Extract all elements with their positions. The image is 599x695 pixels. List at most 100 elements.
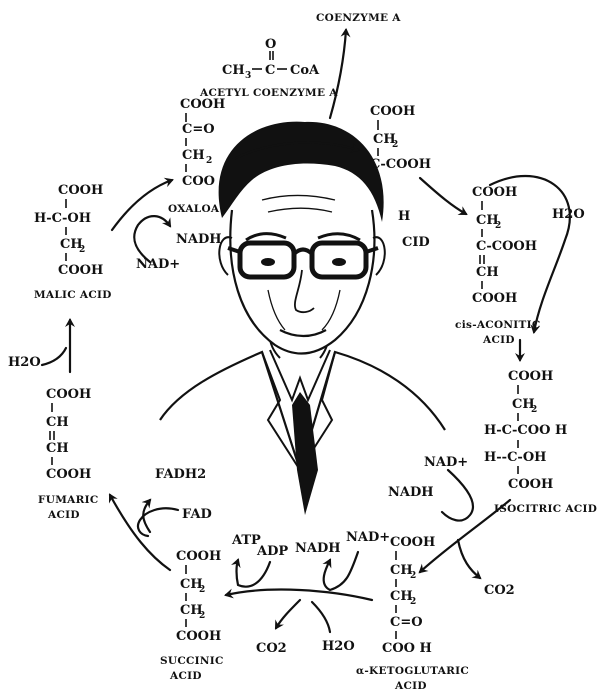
arrow-nad-malic (133, 215, 172, 264)
succinic-block: ATP ADP NADH COOH CH 2 CH 2 COOH SUCCINI… (160, 533, 355, 682)
succinic-name-2: ACID (169, 670, 202, 682)
oxaloacetic-block: COOH C=O CH 2 COO OXALOA NADH NAD+ (136, 97, 225, 272)
cis-line-1: COOH (472, 185, 517, 200)
arrow-co2-succinic (274, 598, 302, 630)
succ-line-4: COOH (176, 629, 221, 644)
citric-line-5: CID (402, 235, 430, 250)
arrow-adp-atp (231, 558, 272, 588)
malic-line-2: H-C-OH (34, 211, 91, 226)
fumaric-block: COOH CH CH COOH FUMARIC ACID FADH2 FAD (38, 387, 212, 522)
fum-line-1: COOH (46, 387, 91, 402)
fum-fadh2: FADH2 (155, 467, 206, 482)
svg-text:2: 2 (199, 585, 205, 595)
fum-fad: FAD (182, 507, 212, 522)
oxalo-nad: NAD+ (136, 257, 180, 272)
malic-block: COOH H-C-OH CH 2 COOH MALIC ACID H2O (8, 183, 112, 370)
fumaric-name-1: FUMARIC (38, 494, 98, 506)
arrow-coa-release (328, 28, 351, 120)
arrow-h2o-loop (488, 174, 571, 334)
succ-line-1: COOH (176, 549, 221, 564)
svg-text:3: 3 (245, 71, 251, 81)
svg-text:2: 2 (206, 156, 212, 166)
iso-line-1: COOH (508, 369, 553, 384)
oxalo-line-3: CH (182, 148, 205, 163)
malic-line-4: COOH (58, 263, 103, 278)
oxalo-nadh: NADH (176, 232, 222, 247)
succ-nadh: NADH (295, 541, 341, 556)
malic-h2o: H2O (8, 355, 41, 370)
keto-name-2: ACID (394, 680, 427, 691)
fum-line-4: COOH (46, 467, 91, 482)
citric-line-1: COOH (370, 104, 415, 119)
iso-nad: NAD+ (424, 455, 468, 470)
keto-line-1: COOH (390, 535, 435, 550)
arrow-to-fumaric (108, 493, 172, 572)
citric-line-4: H (398, 209, 410, 224)
cis-name-2: ACID (482, 334, 515, 346)
succ-h2o: H2O (322, 639, 355, 654)
coenzyme-a-label: COENZYME A (316, 12, 401, 24)
succ-line-2: CH (180, 577, 203, 592)
acetyl-ch3: CH (222, 63, 245, 78)
arrow-fadh2 (141, 498, 152, 534)
cis-line-5: COOH (472, 291, 517, 306)
fum-line-2: CH (46, 415, 69, 430)
fumaric-name-2: ACID (47, 509, 80, 521)
iso-line-5: COOH (508, 477, 553, 492)
fum-line-3: CH (46, 441, 69, 456)
keto-line-3: CH (390, 589, 413, 604)
cis-line-4: CH (476, 265, 499, 280)
cycle-arrows (40, 28, 571, 634)
iso-line-4: H--C-OH (484, 450, 546, 465)
acetyl-coa-group: CoA (290, 63, 320, 78)
cis-name-1: cis-ACONITIC (455, 319, 541, 331)
succ-adp: ADP (256, 544, 288, 559)
arrow-to-citric (230, 141, 360, 162)
iso-nadh: NADH (388, 485, 434, 500)
succ-line-3: CH (180, 603, 203, 618)
svg-text:2: 2 (199, 611, 205, 621)
acetyl-coa-block: COENZYME A O CH 3 C CoA ACETYL COENZYME … (199, 12, 401, 99)
arrow-to-succinic (224, 588, 374, 602)
oxalo-line-4: COO (182, 174, 215, 189)
ketoglutaric-block: NAD+ COOH CH 2 CH 2 C=O COO H α-KETOGLUT… (346, 530, 469, 692)
arrow-to-cis-aconitic (418, 176, 468, 216)
arrow-fad (136, 507, 180, 538)
acetyl-carbon: C (265, 63, 275, 78)
keto-line-4: C=O (390, 615, 423, 630)
iso-line-3: H-C-COO H (484, 423, 567, 438)
keto-nad: NAD+ (346, 530, 390, 545)
arrow-to-oxaloacetic (110, 177, 174, 232)
svg-text:2: 2 (531, 405, 537, 415)
citric-block: COOH CH 2 C-COOH H CID (370, 104, 431, 250)
oxalo-line-2: C=O (182, 122, 215, 137)
arrow-to-ketoglutaric (418, 498, 512, 574)
cis-line-3: C-COOH (476, 239, 537, 254)
svg-text:2: 2 (79, 245, 85, 255)
iso-co2: CO2 (484, 583, 515, 598)
citric-line-3: C-COOH (370, 157, 431, 172)
oxalo-line-1: COOH (180, 97, 225, 112)
svg-text:2: 2 (392, 140, 398, 150)
malic-line-3: CH (60, 237, 83, 252)
arrow-nad-ketoglutaric (322, 550, 360, 592)
malic-line-1: COOH (58, 183, 103, 198)
keto-name-1: α-KETOGLUTARIC (356, 665, 469, 677)
oxaloacetic-label: OXALOA (168, 203, 220, 215)
cis-h2o: H2O (552, 207, 585, 222)
arrow-h2o-succinic (310, 600, 332, 634)
isocitric-block: COOH CH 2 H-C-COO H H--C-OH COOH ISOCITR… (388, 369, 597, 598)
arrow-nad-isocitric (440, 468, 475, 522)
malic-name: MALIC ACID (34, 289, 112, 301)
keto-line-2: CH (390, 563, 413, 578)
cis-aconitic-block: COOH CH 2 C-COOH CH COOH cis-ACONITIC AC… (455, 185, 585, 346)
iso-line-2: CH (512, 397, 535, 412)
svg-text:2: 2 (410, 571, 416, 581)
succ-co2: CO2 (256, 641, 287, 656)
svg-text:2: 2 (495, 221, 501, 231)
acetyl-oxygen: O (265, 37, 276, 52)
svg-text:2: 2 (410, 597, 416, 607)
citric-line-2: CH (373, 132, 396, 147)
arrow-co2-isocitric (456, 538, 482, 580)
